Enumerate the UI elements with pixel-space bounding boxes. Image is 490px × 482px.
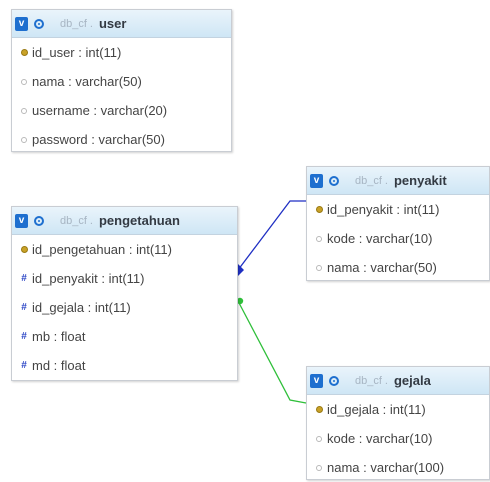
column-row[interactable]: password : varchar(50)	[12, 125, 231, 154]
column-row[interactable]: id_penyakit : int(11)	[307, 195, 489, 224]
table-gejala[interactable]: v db_cf . gejala id_gejala : int(11) kod…	[306, 366, 490, 480]
table-header[interactable]: v db_cf . pengetahuan	[12, 207, 237, 235]
column-row[interactable]: #id_penyakit : int(11)	[12, 264, 237, 293]
separator: .	[384, 174, 388, 187]
column-row[interactable]: id_user : int(11)	[12, 38, 231, 67]
column-row[interactable]: id_pengetahuan : int(11)	[12, 235, 237, 264]
table-options-icon[interactable]	[329, 175, 339, 186]
column-row[interactable]: nama : varchar(50)	[12, 67, 231, 96]
relation-pengetahuan-gejala-start-marker	[236, 297, 244, 305]
database-name: db_cf	[355, 374, 382, 387]
toggle-columns-button[interactable]: v	[310, 373, 323, 388]
table-options-icon[interactable]	[329, 375, 339, 386]
column-icon	[313, 464, 325, 471]
table-name: penyakit	[393, 173, 447, 188]
separator: .	[89, 17, 93, 30]
database-name: db_cf	[355, 174, 382, 187]
separator: .	[384, 374, 388, 387]
foreign-key-icon: #	[21, 301, 27, 313]
table-options-icon[interactable]	[34, 215, 44, 226]
table-penyakit[interactable]: v db_cf . penyakit id_penyakit : int(11)…	[306, 166, 490, 281]
database-name: db_cf	[60, 17, 87, 30]
column-icon	[313, 264, 325, 271]
column-icon	[313, 435, 325, 442]
key-icon	[313, 206, 325, 213]
key-icon	[18, 246, 30, 253]
table-name: gejala	[393, 373, 431, 388]
table-name: pengetahuan	[98, 213, 180, 228]
table-pengetahuan[interactable]: v db_cf . pengetahuan id_pengetahuan : i…	[11, 206, 238, 381]
column-row[interactable]: #mb : float	[12, 322, 237, 351]
table-user[interactable]: v db_cf . user id_user : int(11) nama : …	[11, 9, 232, 152]
column-row[interactable]: kode : varchar(10)	[307, 424, 489, 453]
column-row[interactable]: nama : varchar(50)	[307, 253, 489, 282]
relation-pengetahuan-penyakit-end-marker	[238, 264, 244, 276]
column-row[interactable]: kode : varchar(10)	[307, 224, 489, 253]
table-name: user	[98, 16, 127, 31]
table-header[interactable]: v db_cf . penyakit	[307, 167, 489, 195]
relation-pengetahuan-penyakit[interactable]	[237, 200, 306, 271]
database-name: db_cf	[60, 214, 87, 227]
foreign-key-icon: #	[21, 359, 27, 371]
foreign-key-icon: #	[21, 330, 27, 342]
column-row[interactable]: #md : float	[12, 351, 237, 380]
column-icon	[18, 78, 30, 85]
column-row[interactable]: #id_gejala : int(11)	[12, 293, 237, 322]
key-icon	[18, 49, 30, 56]
table-header[interactable]: v db_cf . gejala	[307, 367, 489, 395]
foreign-key-icon: #	[21, 272, 27, 284]
toggle-columns-button[interactable]: v	[15, 16, 28, 31]
column-row[interactable]: username : varchar(20)	[12, 96, 231, 125]
toggle-columns-button[interactable]: v	[310, 173, 323, 188]
column-row[interactable]: nama : varchar(100)	[307, 453, 489, 482]
toggle-columns-button[interactable]: v	[15, 213, 28, 228]
key-icon	[313, 406, 325, 413]
separator: .	[89, 214, 93, 227]
table-options-icon[interactable]	[34, 18, 44, 29]
column-icon	[313, 235, 325, 242]
relation-pengetahuan-gejala[interactable]	[237, 300, 307, 404]
column-row[interactable]: id_gejala : int(11)	[307, 395, 489, 424]
column-icon	[18, 136, 30, 143]
column-icon	[18, 107, 30, 114]
table-header[interactable]: v db_cf . user	[12, 10, 231, 38]
